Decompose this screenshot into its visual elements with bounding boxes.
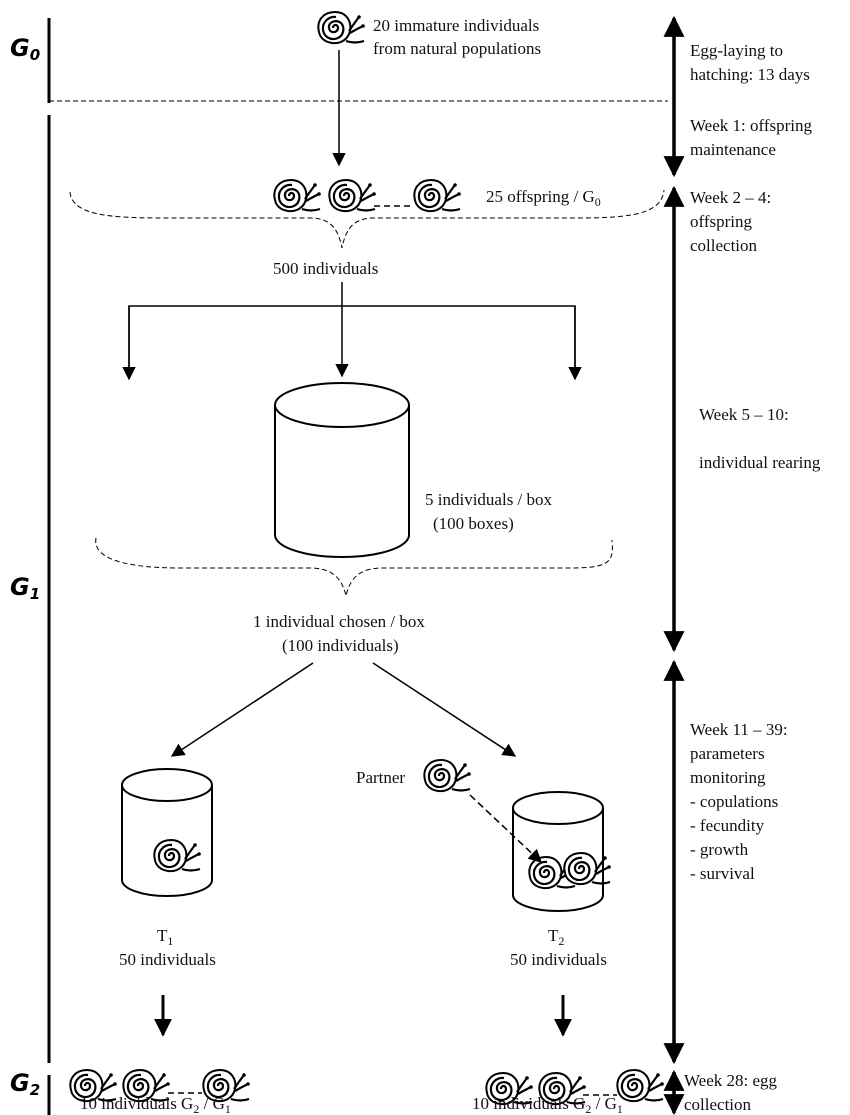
t2-count: 50 individuals (510, 950, 607, 969)
timeline-p2: Week 1: offspring (690, 116, 813, 135)
snail-icon (423, 758, 472, 793)
timeline-p5-3: monitoring (690, 768, 766, 787)
box-selection-brace (95, 537, 613, 597)
timeline-p3: Week 2 – 4: (690, 188, 771, 207)
generation-label-g1: G1 (10, 573, 40, 603)
offspring-label: 25 offspring / G0 (486, 187, 601, 209)
timeline-p4-2: individual rearing (699, 453, 821, 472)
t1-label: T1 (157, 926, 173, 948)
timeline-p2-2: maintenance (690, 140, 776, 159)
box-label-2: (100 boxes) (433, 514, 514, 533)
box-label: 5 individuals / box (425, 490, 553, 509)
t1-box (121, 768, 213, 897)
split-arrows (122, 282, 582, 381)
timeline-p3-2: offspring (690, 212, 753, 231)
t2-box (512, 791, 604, 912)
chosen-label-2: (100 individuals) (282, 636, 399, 655)
timeline-p6: Week 28: egg (684, 1071, 778, 1090)
rearing-box (274, 382, 410, 558)
arrow-to-t1 (170, 662, 314, 757)
timeline-p4: Week 5 – 10: (699, 405, 789, 424)
pool-label: 500 individuals (273, 259, 378, 278)
snail-icon (273, 178, 322, 213)
source-label-2: from natural populations (373, 39, 541, 58)
timeline-p6-2: collection (684, 1095, 752, 1114)
snail-icon (317, 10, 366, 45)
t1-count: 50 individuals (119, 950, 216, 969)
partner-arrow (469, 794, 542, 863)
snail-icon (413, 178, 462, 213)
timeline-p1-2: hatching: 13 days (690, 65, 810, 84)
timeline-p5-item-3: - growth (690, 840, 749, 859)
g2-label-right: 10 individuals G2 / G1 (472, 1094, 623, 1115)
timeline-p5-item-1: - copulations (690, 792, 778, 811)
timeline-p5-item-2: - fecundity (690, 816, 765, 835)
timeline-p1: Egg-laying to (690, 41, 783, 60)
generation-label-g0: G0 (10, 34, 40, 64)
timeline-p5-item-4: - survival (690, 864, 755, 883)
timeline-p3-3: collection (690, 236, 758, 255)
partner-label: Partner (356, 768, 405, 787)
t2-label: T2 (548, 926, 564, 948)
timeline-p5: Week 11 – 39: (690, 720, 788, 739)
generation-label-g2: G2 (10, 1069, 40, 1099)
timeline-p5-2: parameters (690, 744, 765, 763)
source-label: 20 immature individuals (373, 16, 539, 35)
snail-icon (328, 178, 377, 213)
g2-label-left: 10 individuals G2 / G1 (80, 1094, 231, 1115)
chosen-label: 1 individual chosen / box (253, 612, 425, 631)
snail-icon (616, 1068, 665, 1103)
generation-axis (47, 18, 668, 1115)
arrow-to-t2 (372, 662, 517, 757)
offspring-brace (69, 189, 665, 249)
